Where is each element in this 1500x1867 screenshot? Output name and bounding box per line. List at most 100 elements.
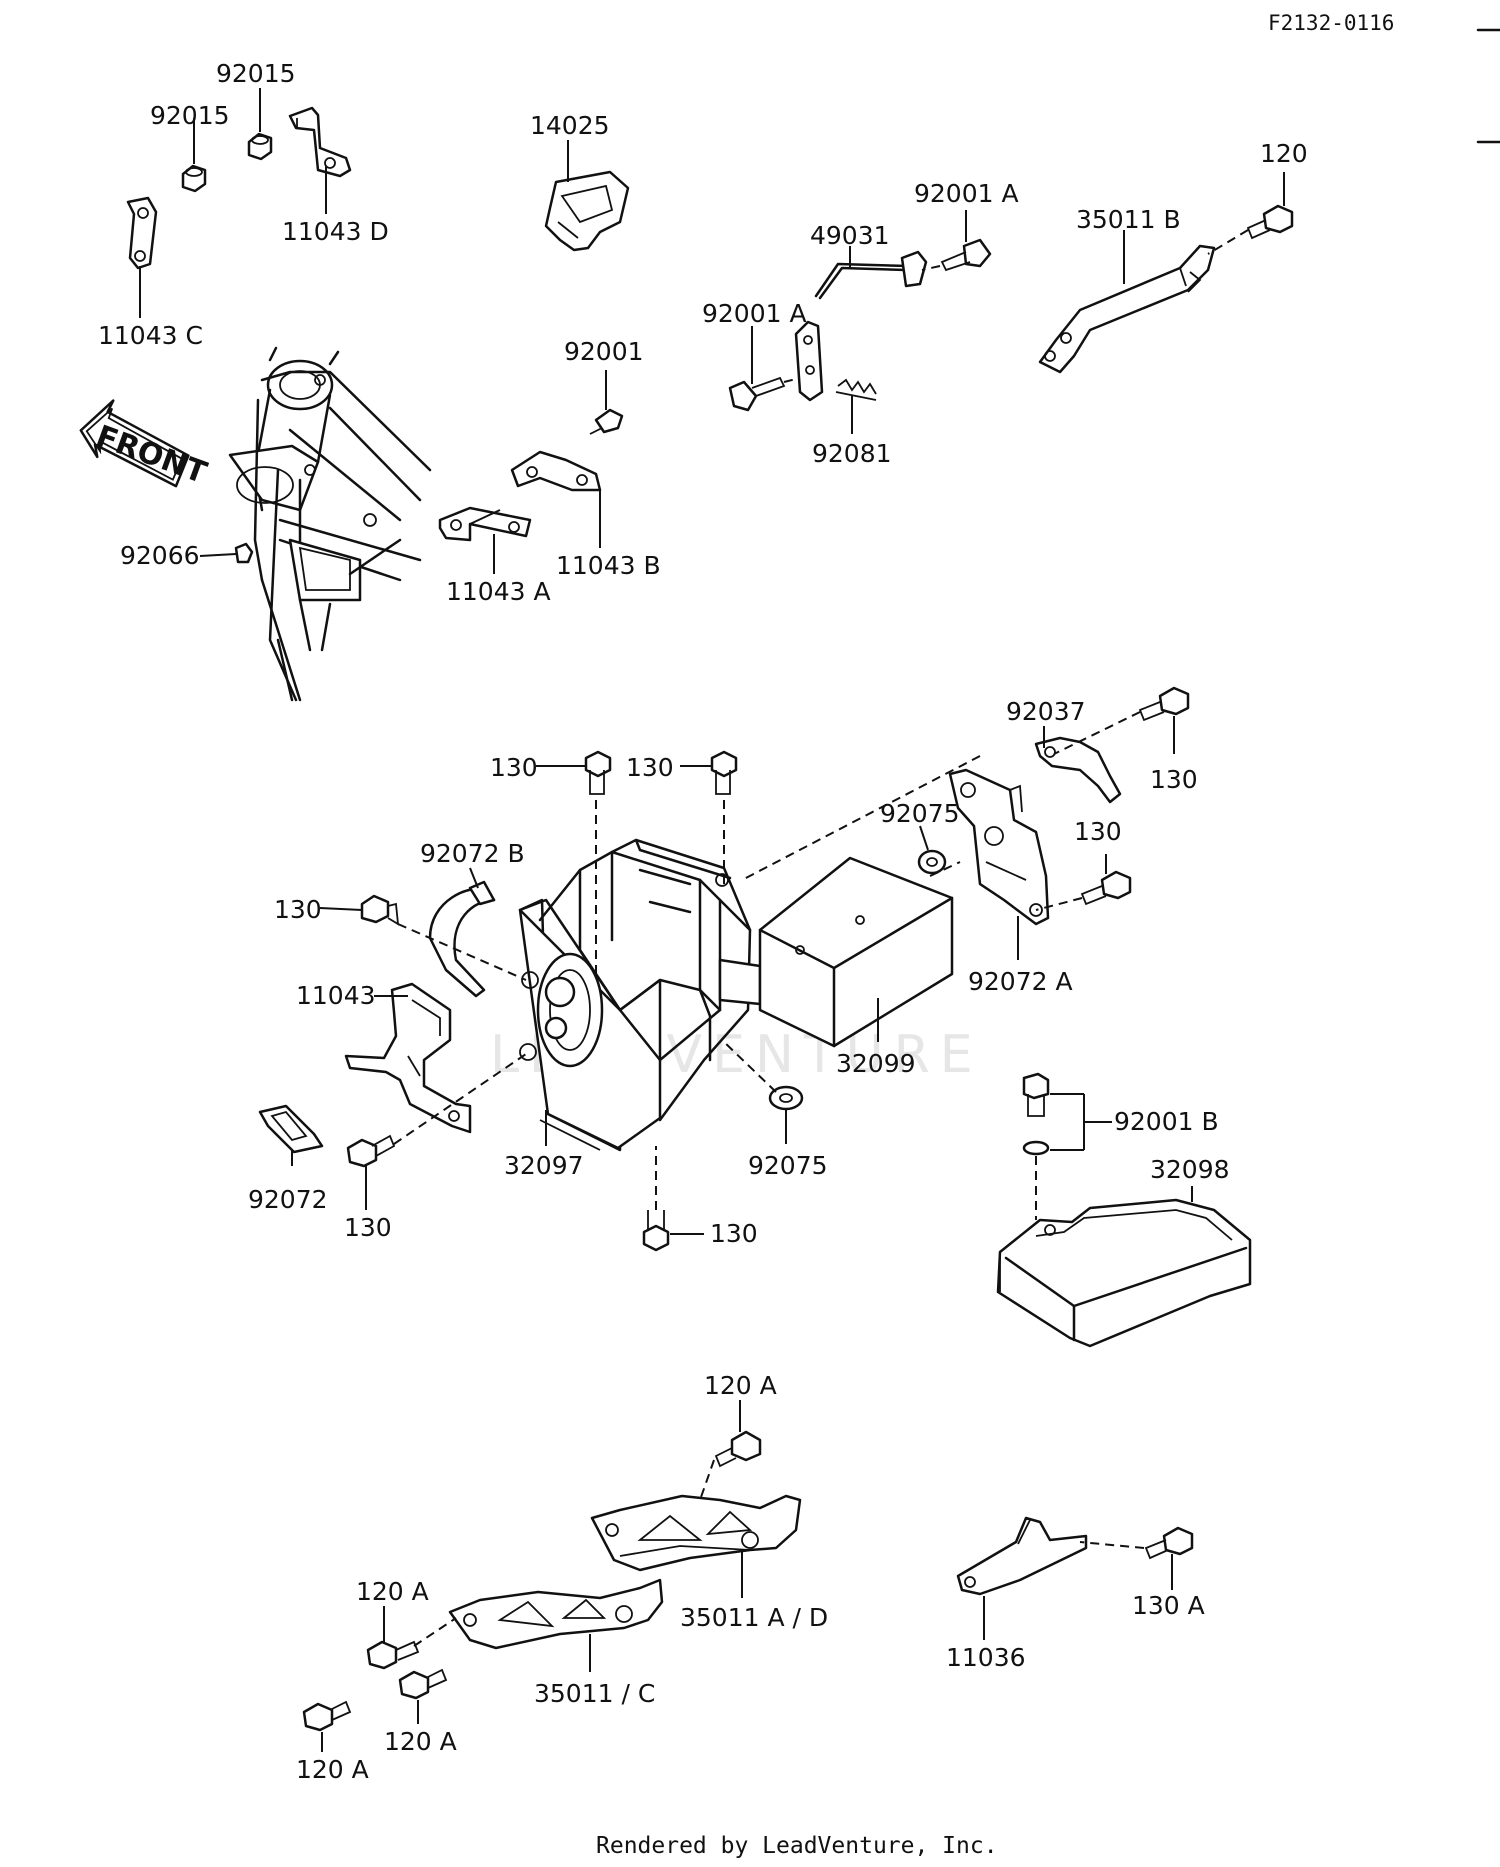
assembly-line-k bbox=[929, 861, 961, 877]
front-label: FRONT bbox=[91, 419, 211, 491]
assembly-line-d bbox=[1035, 897, 1083, 911]
bolt-130-top-left-icon bbox=[584, 750, 612, 795]
label-92037: 92037 bbox=[1006, 697, 1086, 726]
label-120: 120 bbox=[1260, 139, 1308, 168]
assembly-line-e bbox=[397, 923, 527, 981]
tray-32098-icon bbox=[996, 1198, 1252, 1348]
bolt-130-left-icon bbox=[360, 894, 400, 926]
leader-92075a bbox=[919, 825, 929, 851]
battery-32099-icon bbox=[758, 856, 954, 1048]
front-arrow-icon: FRONT bbox=[79, 399, 212, 491]
label-92081: 92081 bbox=[812, 439, 892, 468]
step-35011ad-icon bbox=[590, 1494, 802, 1572]
label-32098: 32098 bbox=[1150, 1155, 1230, 1184]
bolt-120a-left-icon bbox=[366, 1640, 420, 1670]
label-130-top-left: 130 bbox=[490, 753, 538, 782]
bracket-11043a-icon bbox=[438, 506, 532, 542]
bolt-130-right-top-icon bbox=[1138, 686, 1190, 722]
label-92072: 92072 bbox=[248, 1185, 328, 1214]
washer-92075b-icon bbox=[768, 1085, 804, 1111]
label-92075b: 92075 bbox=[748, 1151, 828, 1180]
assembly-line-f bbox=[393, 1053, 527, 1145]
label-130-top-right: 130 bbox=[626, 753, 674, 782]
bracket-11036-icon bbox=[956, 1516, 1088, 1596]
bolt-92001b-icon bbox=[1022, 1072, 1050, 1156]
label-120a-bottom: 120 A bbox=[296, 1755, 369, 1784]
label-32097: 32097 bbox=[504, 1151, 584, 1180]
bolt-130-bottom-icon bbox=[642, 1210, 670, 1252]
bracket-11043c-icon bbox=[126, 196, 158, 270]
label-11043a: 11043 A bbox=[446, 577, 551, 606]
label-11043: 11043 bbox=[296, 981, 376, 1010]
bolt-92001a-top-icon bbox=[940, 238, 992, 272]
label-130-left: 130 bbox=[274, 895, 322, 924]
bolt-120a-bottom-icon bbox=[302, 1700, 352, 1732]
bolt-130-right-mid-icon bbox=[1080, 870, 1132, 906]
assembly-line-q bbox=[413, 1617, 457, 1647]
label-92001a-left: 92001 A bbox=[702, 299, 807, 328]
bracket-11043b-icon bbox=[510, 450, 602, 492]
band-92072b-icon bbox=[428, 880, 496, 998]
washer-92075a-icon bbox=[917, 849, 947, 875]
label-11043b: 11043 B bbox=[556, 551, 661, 580]
bolt-130a-icon bbox=[1144, 1526, 1194, 1560]
label-11043d: 11043 D bbox=[282, 217, 389, 246]
bolt-120a-mid-icon bbox=[398, 1668, 448, 1700]
assembly-line-h bbox=[721, 1039, 777, 1093]
spring-92081-icon bbox=[835, 378, 877, 401]
frame-head-pipe-icon bbox=[228, 346, 432, 702]
assembly-line-n bbox=[921, 265, 941, 271]
bolt-130-top-right-icon bbox=[710, 750, 738, 795]
label-92066: 92066 bbox=[120, 541, 200, 570]
bracket-11043d-icon bbox=[288, 106, 352, 178]
label-92072b: 92072 B bbox=[420, 839, 525, 868]
battery-case-32097-icon bbox=[518, 838, 762, 1152]
assembly-line-m bbox=[1207, 229, 1249, 255]
label-35011c: 35011 / C bbox=[534, 1679, 655, 1708]
label-120a-mid: 120 A bbox=[384, 1727, 457, 1756]
label-130-right-mid: 130 bbox=[1074, 817, 1122, 846]
label-92001a-top: 92001 A bbox=[914, 179, 1019, 208]
label-92015b: 92015 bbox=[216, 59, 296, 88]
label-92072a: 92072 A bbox=[968, 967, 1073, 996]
label-120a-left: 120 A bbox=[356, 1577, 429, 1606]
bolt-130-bottom-left-icon bbox=[346, 1134, 396, 1168]
label-120a-top: 120 A bbox=[704, 1371, 777, 1400]
label-130-bottom: 130 bbox=[710, 1219, 758, 1248]
plate-92072a-icon bbox=[948, 768, 1050, 926]
stay-35011b-icon bbox=[1038, 244, 1216, 374]
leader-130-left bbox=[319, 907, 363, 911]
nut-92015b-icon bbox=[247, 132, 273, 161]
label-92015a: 92015 bbox=[150, 101, 230, 130]
label-14025: 14025 bbox=[530, 111, 610, 140]
label-92001: 92001 bbox=[564, 337, 644, 366]
assembly-line-o bbox=[783, 377, 801, 383]
bolt-120-icon bbox=[1246, 204, 1294, 240]
stay-92037-icon bbox=[1034, 736, 1122, 804]
leader-92072b bbox=[469, 867, 479, 889]
label-35011b: 35011 B bbox=[1076, 205, 1181, 234]
rod-49031-icon bbox=[794, 250, 928, 402]
bolt-92001a-left-icon bbox=[728, 376, 786, 412]
bolt-120a-top-icon bbox=[714, 1430, 762, 1468]
label-35011ad: 35011 A / D bbox=[680, 1603, 828, 1632]
bracket-11043-icon bbox=[344, 982, 472, 1134]
footer-credit: Rendered by LeadVenture, Inc. bbox=[596, 1833, 998, 1859]
label-11036: 11036 bbox=[946, 1643, 1026, 1672]
label-130a: 130 A bbox=[1132, 1591, 1205, 1620]
label-130-right-top: 130 bbox=[1150, 765, 1198, 794]
nut-92015a-icon bbox=[181, 164, 207, 193]
strap-92072-icon bbox=[258, 1104, 324, 1154]
assembly-line-c bbox=[1053, 711, 1141, 755]
label-49031: 49031 bbox=[810, 221, 890, 250]
assembly-line-j bbox=[1079, 1541, 1145, 1549]
grommet-92066-icon bbox=[234, 542, 254, 564]
label-92001b: 92001 B bbox=[1114, 1107, 1219, 1136]
label-11043c: 11043 C bbox=[98, 321, 203, 350]
diagram-code: F2132-0116 bbox=[1268, 11, 1394, 35]
label-32099: 32099 bbox=[836, 1049, 916, 1078]
leader-92066 bbox=[199, 553, 237, 557]
label-92075a: 92075 bbox=[880, 799, 960, 828]
bolt-92001-icon bbox=[589, 408, 624, 435]
